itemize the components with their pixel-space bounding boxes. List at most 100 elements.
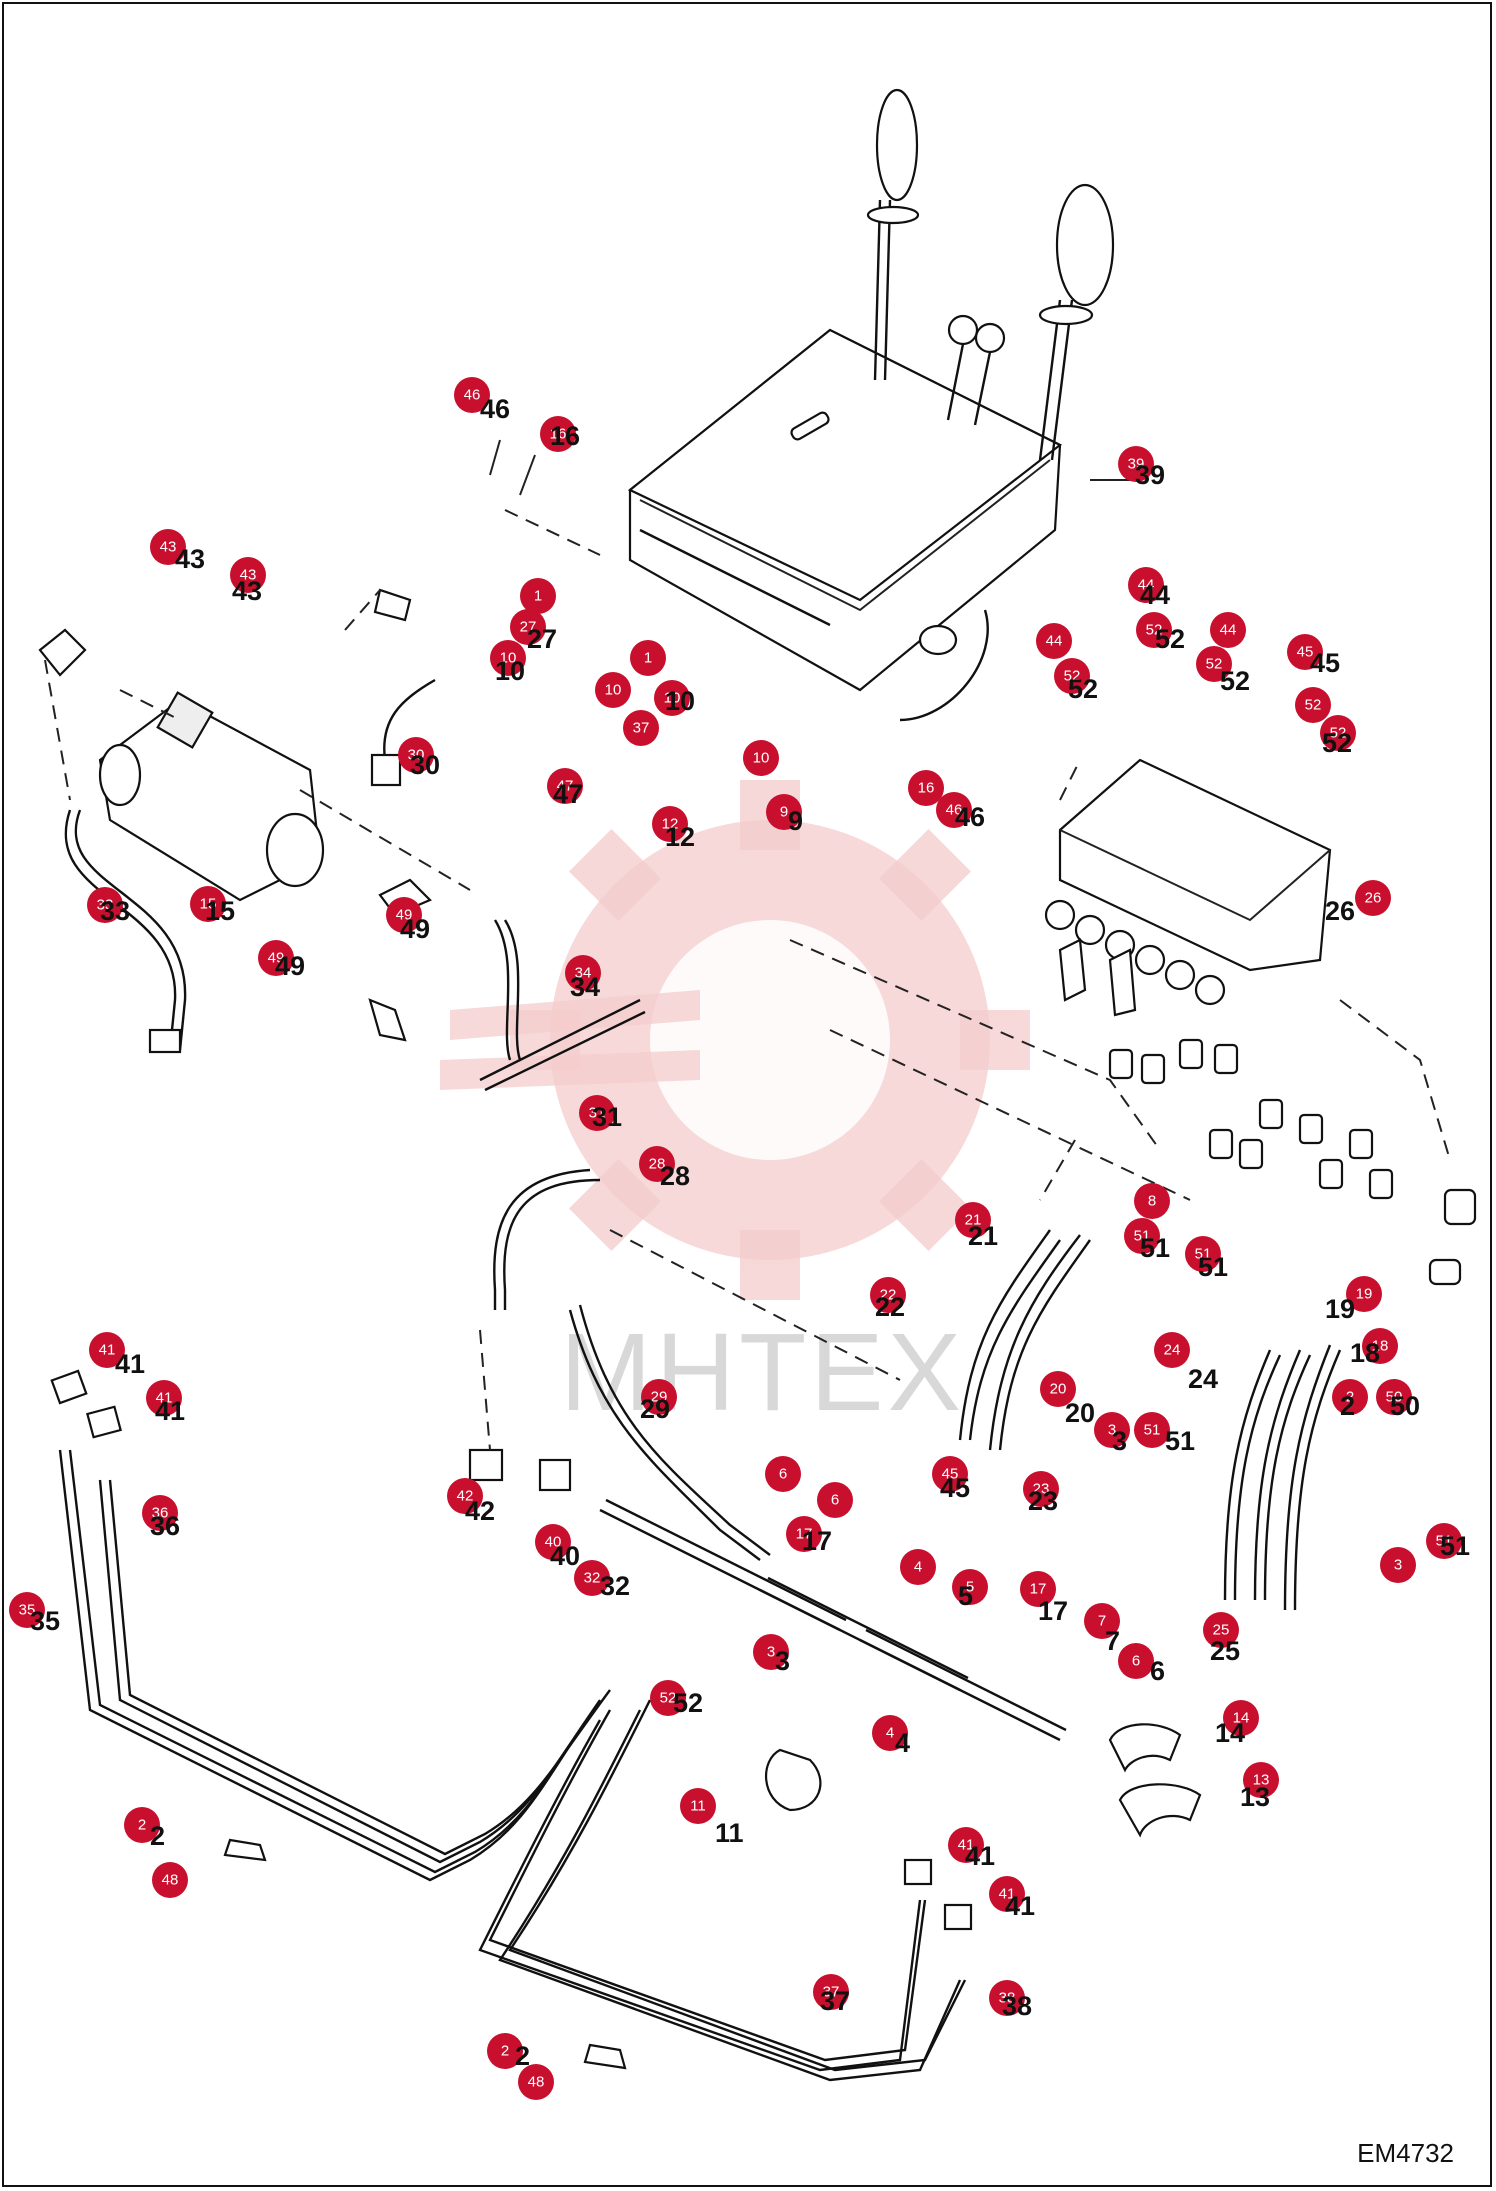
callout-label: 3 bbox=[1112, 1426, 1127, 1456]
callout-bubble-number: 2 bbox=[138, 1817, 146, 1834]
manifold-block bbox=[1044, 758, 1332, 1017]
callout-label: 11 bbox=[715, 1818, 744, 1848]
callout-bubble bbox=[565, 955, 601, 991]
callout-label: 21 bbox=[968, 1221, 998, 1251]
callout-bubble-number: 3 bbox=[767, 1644, 775, 1661]
callout-label: 3 bbox=[775, 1646, 790, 1676]
callout-bubble bbox=[87, 887, 123, 923]
callout-bubble-number: 37 bbox=[633, 720, 650, 737]
callout-label: 43 bbox=[175, 544, 205, 574]
callout-label: 41 bbox=[965, 1841, 995, 1871]
callout-bubble-number: 48 bbox=[162, 1872, 179, 1889]
callout-1b: 1 bbox=[630, 640, 666, 676]
callout-bubble bbox=[641, 1379, 677, 1415]
callout-bubble bbox=[1124, 1218, 1160, 1254]
callout-24b: 24 bbox=[1188, 1364, 1218, 1394]
elbow-fittings bbox=[50, 1369, 1202, 2070]
callout-bubble-number: 3 bbox=[1394, 1557, 1402, 1574]
callout-bubble-number: 34 bbox=[575, 965, 592, 982]
callout-bubble-number: 1 bbox=[644, 650, 652, 667]
callout-label: 35 bbox=[30, 1606, 60, 1636]
callout-label: 32 bbox=[600, 1571, 630, 1601]
callout-3b: 3 bbox=[1380, 1547, 1416, 1583]
callout-bubble-number: 6 bbox=[779, 1466, 787, 1483]
callout-bubble bbox=[1185, 1236, 1221, 1272]
callout-label: 42 bbox=[465, 1496, 495, 1526]
callout-bubble bbox=[510, 609, 546, 645]
callout-4a: 4 bbox=[900, 1549, 936, 1585]
callout-bubble bbox=[630, 640, 666, 676]
callout-bubble bbox=[1380, 1547, 1416, 1583]
callout-bubble-number: 46 bbox=[946, 802, 963, 819]
callout-bubble bbox=[955, 1202, 991, 1238]
callout-label: 51 bbox=[1198, 1252, 1228, 1282]
callout-label: 52 bbox=[673, 1688, 703, 1718]
callout-bubble bbox=[1118, 446, 1154, 482]
callout-8: 8 bbox=[1134, 1183, 1170, 1219]
callout-label: 33 bbox=[100, 896, 130, 926]
valve-assembly-left bbox=[38, 588, 436, 1054]
callout-label: 19 bbox=[1325, 1294, 1355, 1324]
callout-label: 29 bbox=[640, 1394, 670, 1424]
callout-bubble-number: 19 bbox=[1356, 1286, 1373, 1303]
callout-bubble bbox=[150, 529, 186, 565]
callout-bubble-number: 41 bbox=[999, 1886, 1016, 1903]
callout-label: 45 bbox=[1310, 648, 1340, 678]
callout-bubble-number: 10 bbox=[753, 750, 770, 767]
callout-bubble bbox=[487, 2033, 523, 2069]
callout-bubble-number: 24 bbox=[1164, 1342, 1181, 1359]
callout-bubble bbox=[1287, 634, 1323, 670]
callout-bubble-number: 2 bbox=[1346, 1389, 1354, 1406]
callout-bubble-number: 51 bbox=[1144, 1422, 1161, 1439]
callout-label: 47 bbox=[553, 779, 583, 809]
callout-bubble bbox=[908, 770, 944, 806]
callout-bubble bbox=[1054, 658, 1090, 694]
callout-label: 41 bbox=[155, 1396, 185, 1426]
callout-label: 2 bbox=[150, 1821, 165, 1851]
callout-bubble bbox=[989, 1876, 1025, 1912]
callout-bubble-number: 32 bbox=[584, 1570, 601, 1587]
callout-label: 25 bbox=[1210, 1636, 1240, 1666]
callout-bubble bbox=[1023, 1471, 1059, 1507]
callout-label: 27 bbox=[527, 624, 557, 654]
callout-bubble bbox=[786, 1516, 822, 1552]
callout-bubble-number: 5 bbox=[966, 1579, 974, 1596]
callout-bubble bbox=[1134, 1412, 1170, 1448]
callout-bubble-number: 29 bbox=[651, 1389, 668, 1406]
callout-bubble bbox=[652, 806, 688, 842]
callout-bubble bbox=[870, 1277, 906, 1313]
callout-bubble bbox=[1118, 1643, 1154, 1679]
callout-bubble bbox=[1128, 567, 1164, 603]
callout-bubble bbox=[152, 1862, 188, 1898]
callout-bubble bbox=[579, 1095, 615, 1131]
callout-label: 2 bbox=[1340, 1391, 1355, 1421]
callout-bubble-number: 10 bbox=[605, 682, 622, 699]
callout-bubble bbox=[680, 1788, 716, 1824]
callout-label: 46 bbox=[480, 394, 510, 424]
callout-bubble bbox=[872, 1715, 908, 1751]
callout-label: 10 bbox=[665, 686, 695, 716]
callout-bubble bbox=[547, 768, 583, 804]
callout-bubble bbox=[813, 1974, 849, 2010]
callout-bubble bbox=[639, 1146, 675, 1182]
lower-tube-lines bbox=[58, 1449, 967, 2082]
callout-48a: 48 bbox=[152, 1862, 188, 1898]
tube-routings bbox=[479, 919, 1342, 1742]
callout-bubble-number: 47 bbox=[557, 778, 574, 795]
callout-label: 24 bbox=[1188, 1364, 1218, 1394]
